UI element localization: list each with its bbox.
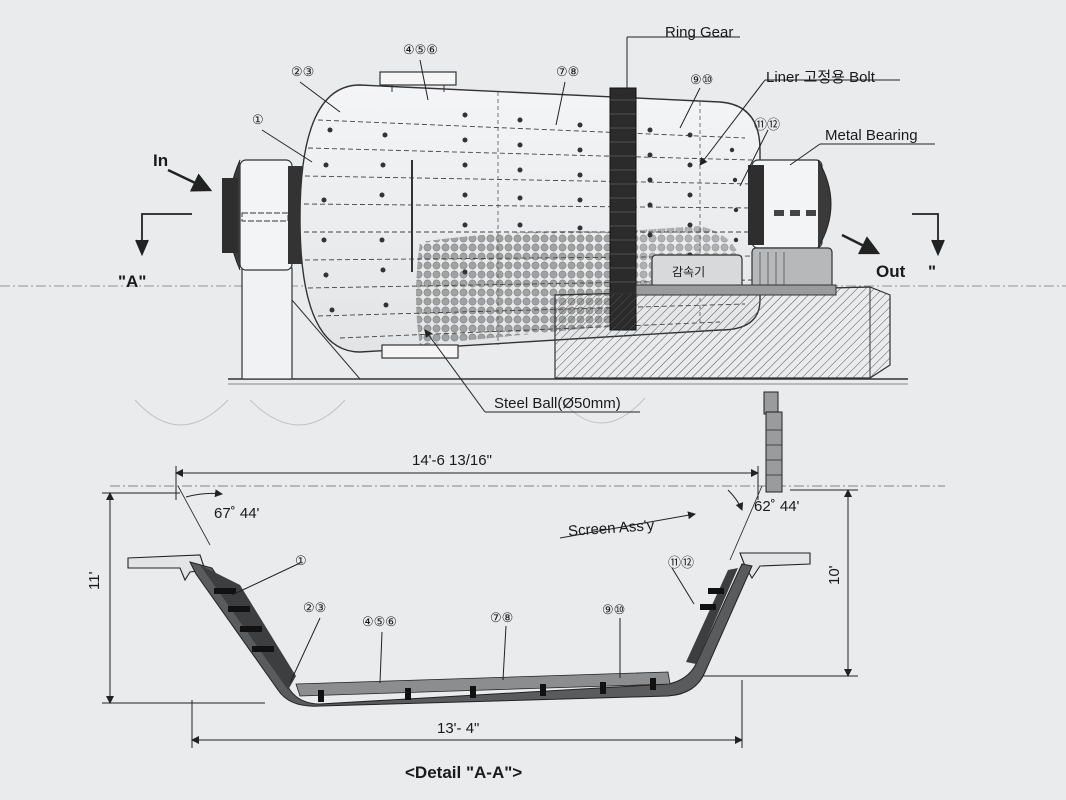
section-a-left-label: "A": [118, 272, 147, 291]
faint-stamps: [134, 397, 646, 426]
motor: [635, 247, 837, 296]
dim-left-height: [102, 492, 265, 704]
dim-bottom-width: [191, 680, 743, 748]
right-bearing: [748, 159, 832, 249]
ring-gear-label: Ring Gear: [665, 24, 734, 41]
callout-top-456: ④⑤⑥: [403, 42, 438, 57]
left-angle-arc: [185, 489, 223, 498]
screen-assy-leader: [559, 511, 696, 539]
callout-top-1: ①: [252, 112, 264, 127]
out-arrow: [841, 233, 881, 255]
screen-assy: [763, 391, 783, 493]
callout-top-910: ⑨⑩: [690, 72, 714, 87]
right-angle-arc: [727, 489, 744, 511]
dim-right-height: [690, 489, 858, 677]
liner-cross-section: [127, 552, 811, 707]
callout-bottom-23: ②③: [303, 600, 327, 615]
callout-top-23: ②③: [291, 64, 315, 79]
section-marker-right: [912, 213, 945, 257]
callout-top-78: ⑦⑧: [556, 64, 580, 79]
detail-title: <Detail "A-A">: [405, 763, 523, 782]
leaders-bottom: [231, 562, 695, 684]
section-a-right-label: ": [928, 262, 937, 281]
callout-bottom-456: ④⑤⑥: [362, 614, 397, 629]
dim-bottom-width-label: 13'- 4": [437, 720, 480, 737]
left-pedestal: [241, 267, 361, 380]
left-angle-label: 67˚ 44': [214, 505, 260, 522]
dim-top-width-label: 14'-6 13/16": [412, 452, 492, 469]
manhole-bottom: [381, 344, 459, 359]
callout-bottom-78: ⑦⑧: [490, 610, 514, 625]
right-angle-label: 62˚ 44': [754, 498, 800, 515]
callout-bottom-1112: ⑪⑫: [668, 555, 695, 570]
metal-bearing-label: Metal Bearing: [825, 127, 918, 144]
liner-bolt-label: Liner 고정용 Bolt: [766, 69, 875, 86]
dim-left-height-label: 11': [86, 571, 103, 590]
dim-top-width: [175, 466, 759, 500]
foundation-block: [554, 286, 891, 379]
reducer-label: 감속기: [672, 265, 706, 279]
steel-ball-label: Steel Ball(Ø50mm): [494, 395, 621, 412]
in-arrow: [167, 168, 213, 192]
in-label: In: [153, 151, 169, 170]
section-marker-left: [135, 213, 192, 257]
leaders-top: [261, 36, 935, 413]
left-bearing: [222, 159, 302, 271]
out-label: Out: [876, 262, 906, 281]
callout-bottom-1: ①: [295, 553, 307, 568]
manhole-top: [379, 71, 457, 92]
callout-bottom-910: ⑨⑩: [602, 602, 626, 617]
ring-gear: [609, 87, 637, 331]
dim-right-height-label: 10': [826, 565, 843, 585]
callout-top-1112: ⑪⑫: [754, 117, 781, 132]
